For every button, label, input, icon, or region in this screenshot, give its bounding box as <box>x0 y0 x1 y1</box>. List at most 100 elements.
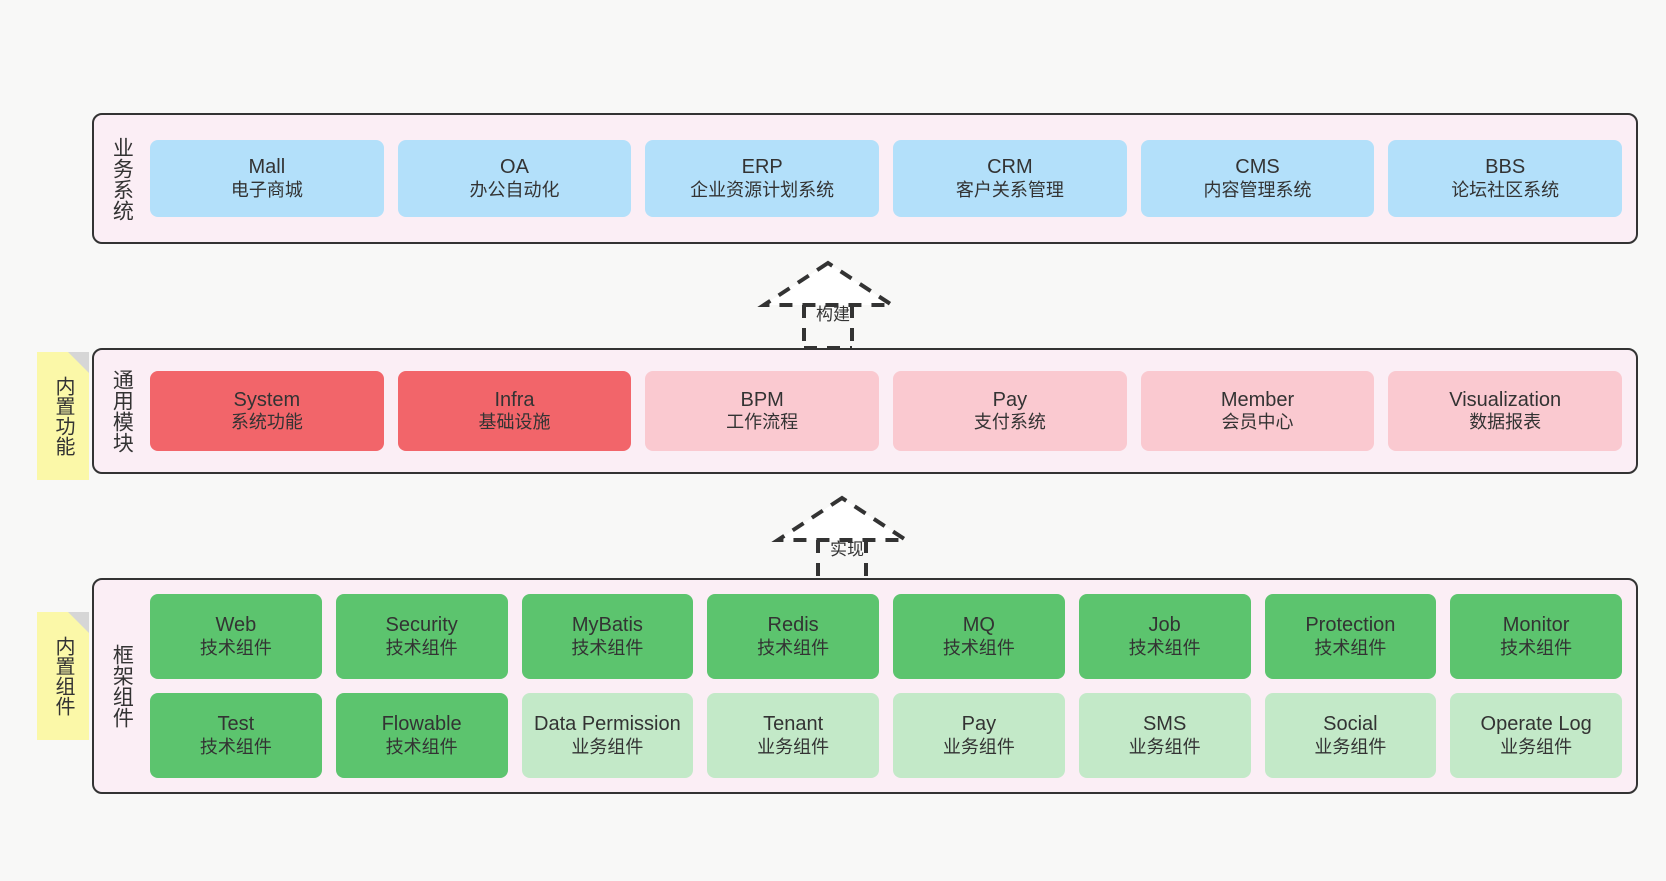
layer-business-cards: Mall 电子商城 OA 办公自动化 ERP 企业资源计划系统 CRM 客户关系… <box>144 115 1636 242</box>
card-social[interactable]: Social 业务组件 <box>1264 693 1437 778</box>
card-subtitle: 技术组件 <box>571 637 644 658</box>
card-security[interactable]: Security 技术组件 <box>335 594 508 679</box>
card-subtitle: 系统功能 <box>230 412 303 433</box>
card-bbs[interactable]: BBS 论坛社区系统 <box>1388 140 1623 217</box>
layer-framework-cards: Web 技术组件 Security 技术组件 MyBatis 技术组件 Redi… <box>144 580 1636 792</box>
card-sms[interactable]: SMS 业务组件 <box>1078 693 1251 778</box>
card-title: Test <box>217 713 255 736</box>
card-web[interactable]: Web 技术组件 <box>150 594 322 679</box>
card-title: Redis <box>767 614 819 637</box>
card-title: Pay <box>992 388 1028 411</box>
card-title: BPM <box>740 388 784 411</box>
card-oa[interactable]: OA 办公自动化 <box>397 140 632 217</box>
card-member[interactable]: Member 会员中心 <box>1140 371 1375 451</box>
card-title: Pay <box>961 713 997 736</box>
card-title: CRM <box>987 156 1033 179</box>
note-builtin-functions: 内置功能 <box>37 352 89 480</box>
card-pay-module[interactable]: Pay 支付系统 <box>893 371 1127 451</box>
connector-realize: 实现 <box>770 490 920 585</box>
card-subtitle: 业务组件 <box>1128 736 1201 757</box>
card-title: Mall <box>248 156 286 179</box>
note-builtin-components: 内置组件 <box>37 612 89 740</box>
card-title: Protection <box>1305 614 1396 637</box>
card-row: System 系统功能 Infra 基础设施 BPM 工作流程 Pay 支付系统… <box>150 371 1623 451</box>
note-fold-corner-icon <box>68 612 89 633</box>
card-operate-log[interactable]: Operate Log 业务组件 <box>1450 693 1622 778</box>
card-cms[interactable]: CMS 内容管理系统 <box>1140 140 1375 217</box>
card-subtitle: 业务组件 <box>571 736 644 757</box>
card-system[interactable]: System 系统功能 <box>150 371 384 451</box>
card-subtitle: 论坛社区系统 <box>1451 179 1560 200</box>
card-title: CMS <box>1235 156 1280 179</box>
card-mall[interactable]: Mall 电子商城 <box>150 140 384 217</box>
layer-business-title: 业务系统 <box>110 136 134 221</box>
card-title: Security <box>385 614 458 637</box>
connector-build-label: 构建 <box>816 305 850 324</box>
card-test[interactable]: Test 技术组件 <box>150 693 322 778</box>
card-protection[interactable]: Protection 技术组件 <box>1264 594 1437 679</box>
card-title: Social <box>1323 713 1378 736</box>
card-row: Mall 电子商城 OA 办公自动化 ERP 企业资源计划系统 CRM 客户关系… <box>150 140 1623 217</box>
card-tenant[interactable]: Tenant 业务组件 <box>707 693 879 778</box>
card-infra[interactable]: Infra 基础设施 <box>397 371 632 451</box>
card-subtitle: 技术组件 <box>757 637 830 658</box>
card-erp[interactable]: ERP 企业资源计划系统 <box>645 140 880 217</box>
note-fold-corner-icon <box>68 352 89 373</box>
card-subtitle: 技术组件 <box>1128 637 1201 658</box>
card-subtitle: 业务组件 <box>942 736 1015 757</box>
card-title: Monitor <box>1502 614 1570 637</box>
connector-build: 构建 <box>756 255 906 350</box>
card-mq[interactable]: MQ 技术组件 <box>893 594 1065 679</box>
card-subtitle: 办公自动化 <box>469 179 560 200</box>
card-job[interactable]: Job 技术组件 <box>1078 594 1251 679</box>
card-monitor[interactable]: Monitor 技术组件 <box>1450 594 1622 679</box>
card-subtitle: 支付系统 <box>973 412 1046 433</box>
card-pay-component[interactable]: Pay 业务组件 <box>893 693 1065 778</box>
card-title: Web <box>215 614 257 637</box>
card-subtitle: 业务组件 <box>1500 736 1573 757</box>
card-subtitle: 会员中心 <box>1221 412 1294 433</box>
card-data-permission[interactable]: Data Permission 业务组件 <box>521 693 694 778</box>
card-subtitle: 业务组件 <box>1314 736 1387 757</box>
card-subtitle: 技术组件 <box>385 637 458 658</box>
card-title: ERP <box>741 156 783 179</box>
layer-modules-title: 通用模块 <box>110 369 134 453</box>
card-bpm[interactable]: BPM 工作流程 <box>645 371 880 451</box>
card-subtitle: 客户关系管理 <box>955 179 1064 200</box>
card-mybatis[interactable]: MyBatis 技术组件 <box>521 594 694 679</box>
card-subtitle: 内容管理系统 <box>1203 179 1312 200</box>
card-flowable[interactable]: Flowable 技术组件 <box>335 693 508 778</box>
layer-framework-title: 框架组件 <box>110 644 134 728</box>
card-title: System <box>233 388 301 411</box>
card-subtitle: 技术组件 <box>1500 637 1573 658</box>
card-subtitle: 技术组件 <box>385 736 458 757</box>
card-title: OA <box>500 156 529 179</box>
layer-framework-components: 框架组件 Web 技术组件 Security 技术组件 MyBatis 技术组件… <box>92 578 1638 794</box>
note-label: 内置组件 <box>52 636 74 716</box>
card-title: Infra <box>494 388 535 411</box>
card-title: Tenant <box>763 713 824 736</box>
card-title: Job <box>1148 614 1181 637</box>
card-row: Test 技术组件 Flowable 技术组件 Data Permission … <box>150 693 1622 778</box>
card-subtitle: 电子商城 <box>230 179 303 200</box>
card-subtitle: 工作流程 <box>726 412 799 433</box>
card-row: Web 技术组件 Security 技术组件 MyBatis 技术组件 Redi… <box>150 594 1622 679</box>
card-subtitle: 技术组件 <box>1314 637 1387 658</box>
card-title: BBS <box>1485 156 1526 179</box>
card-subtitle: 业务组件 <box>757 736 830 757</box>
card-redis[interactable]: Redis 技术组件 <box>707 594 879 679</box>
card-title: Data Permission <box>534 713 681 736</box>
card-visualization[interactable]: Visualization 数据报表 <box>1388 371 1623 451</box>
card-crm[interactable]: CRM 客户关系管理 <box>893 140 1127 217</box>
card-title: SMS <box>1142 713 1187 736</box>
note-label: 内置功能 <box>52 376 74 456</box>
card-title: MQ <box>962 614 995 637</box>
layer-common-modules: 通用模块 System 系统功能 Infra 基础设施 BPM 工作流程 Pay… <box>92 348 1638 474</box>
card-title: Member <box>1220 388 1295 411</box>
card-title: Visualization <box>1449 388 1562 411</box>
card-title: Operate Log <box>1480 713 1592 736</box>
connector-realize-label: 实现 <box>830 540 864 559</box>
layer-modules-cards: System 系统功能 Infra 基础设施 BPM 工作流程 Pay 支付系统… <box>144 350 1636 472</box>
card-subtitle: 数据报表 <box>1469 412 1542 433</box>
card-title: MyBatis <box>571 614 643 637</box>
